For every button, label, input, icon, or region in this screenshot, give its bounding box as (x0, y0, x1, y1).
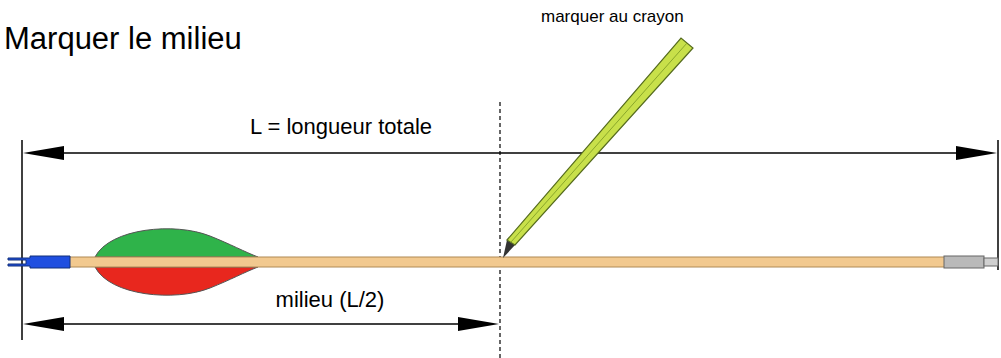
extension-line (997, 140, 999, 270)
nock (8, 256, 70, 268)
dimension-line (60, 152, 960, 154)
diagram-title: Marquer le milieu (4, 22, 242, 56)
arrow-point (984, 258, 998, 266)
dimension-arrowhead (956, 146, 997, 160)
dimension-arrowhead (23, 317, 64, 331)
fletching (95, 229, 258, 257)
pencil (503, 38, 693, 258)
callout-label: marquer au crayon (541, 8, 684, 27)
dimension-arrowhead (458, 317, 499, 331)
fletching (95, 267, 258, 295)
center-line (499, 102, 500, 358)
dimension-line (60, 323, 462, 325)
extension-line (21, 140, 23, 340)
arrow-point (944, 256, 984, 268)
dimension-label: L = longueur totale (250, 115, 432, 139)
arrow-shaft (60, 257, 948, 267)
dimension-arrowhead (23, 146, 64, 160)
dimension-label: milieu (L/2) (276, 288, 385, 312)
